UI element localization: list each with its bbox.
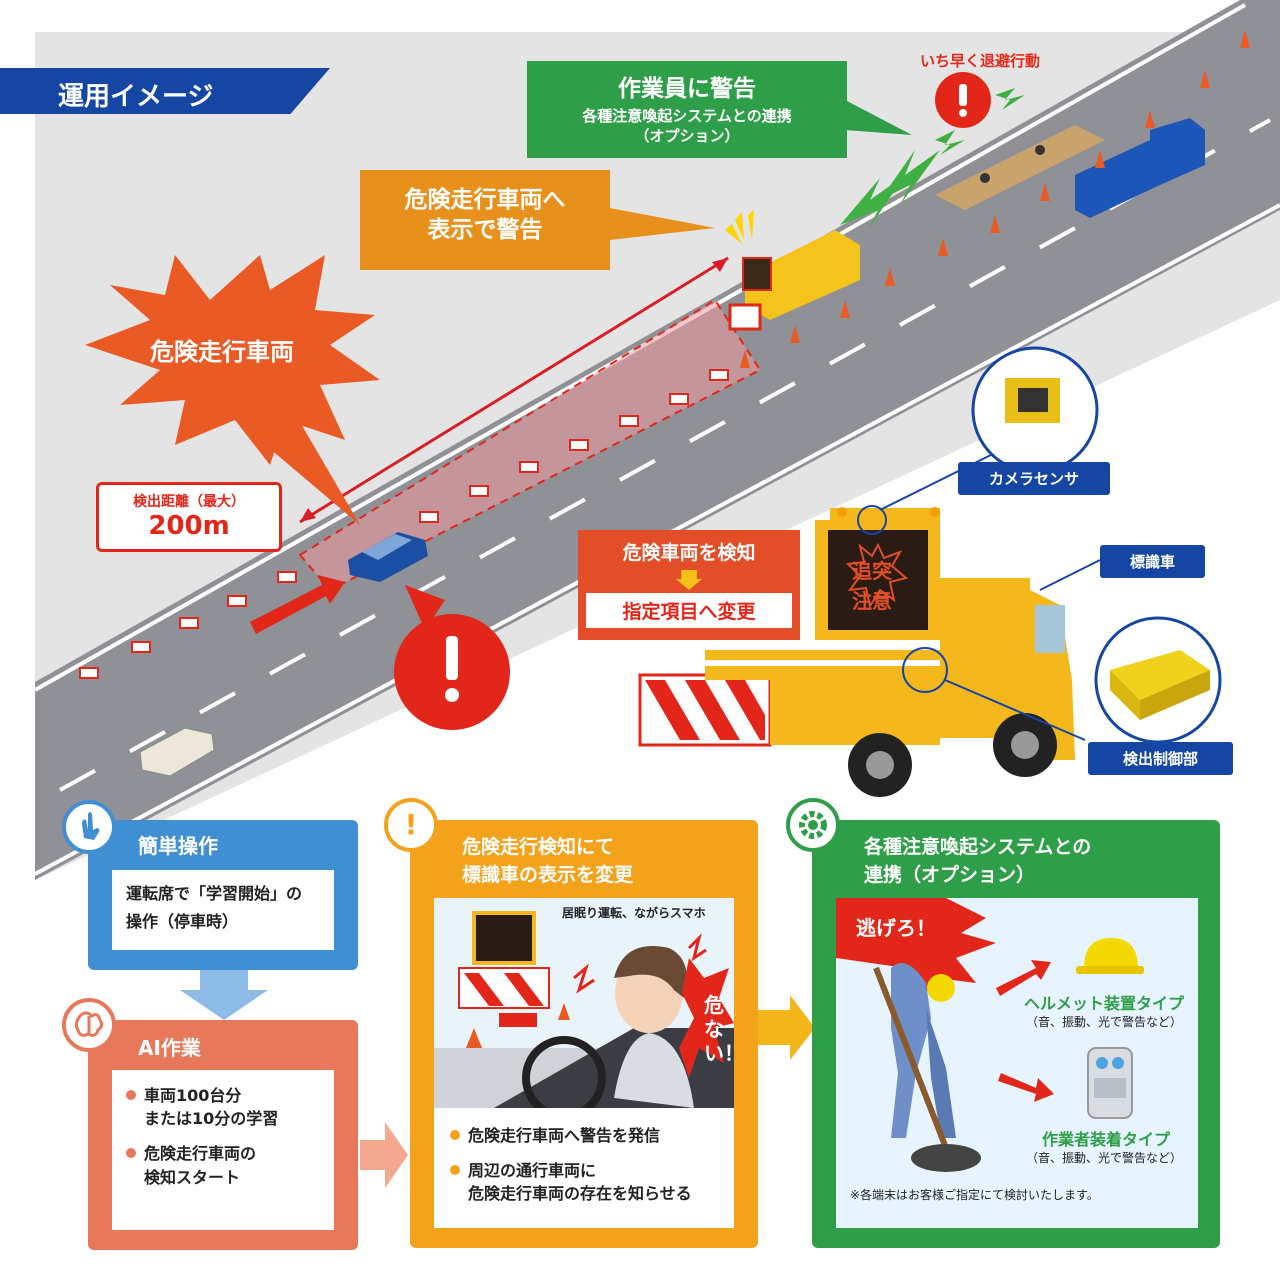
sign-text-2: 注意 (852, 589, 892, 613)
detect-item-2: 周辺の通行車両に危険走行車両の存在を知らせる (450, 1159, 730, 1205)
detect-label: 危険車両を検知 (622, 542, 756, 564)
panel-link-title-1: 各種注意喚起システムとの (864, 836, 1092, 858)
sign-text-1: 追突 (852, 559, 892, 583)
footnote: ※各端末はお客様ご指定にて検討いたします。 (850, 1188, 1099, 1202)
scene-caption: 居眠り運転、ながらスマホ (562, 906, 706, 920)
worker-warning-sub1: 各種注意喚起システムとの連携 (582, 107, 792, 125)
worker-warning-sub2: （オプション） (634, 126, 740, 145)
display-warning-line1: 危険走行車両へ (404, 187, 566, 213)
escape-label: いち早く退避行動 (920, 52, 1041, 70)
helmet-note: （音、振動、光で警告など） (1026, 1015, 1183, 1029)
ai-item-2-line2: 検知スタート (144, 1167, 241, 1187)
helmet-type: ヘルメット装置タイプ (1024, 994, 1185, 1013)
distance-value: 200m (148, 511, 230, 541)
controller-label: 検出制御部 (1088, 742, 1233, 775)
panel-detect-title-2: 標識車の表示を変更 (462, 864, 634, 886)
display-warning-callout: 危険走行車両へ 表示で警告 (360, 170, 610, 270)
panel-easy: 簡単操作 運転席で「学習開始」の 操作（停車時） (88, 820, 358, 970)
bullet-dot-icon (450, 1130, 460, 1140)
ai-item-1: 車両100台分または10分の学習 (126, 1084, 320, 1130)
worker-type: 作業者装着タイプ (1042, 1130, 1171, 1149)
exclamation-icon: ! (384, 798, 438, 852)
panel-detect: 危険走行検知にて 標識車の表示を変更 居眠り運転、ながらスマホ 危ない！ (410, 820, 758, 1248)
sign-truck-label: 標識車 (1100, 545, 1205, 578)
panel-easy-body: 運転席で「学習開始」の 操作（停車時） (112, 870, 334, 950)
bullet-dot-icon (126, 1090, 136, 1100)
panel-easy-line2: 操作（停車時） (126, 912, 239, 931)
bullet-dot-icon (126, 1148, 136, 1159)
worker-alert-illustration (836, 898, 1144, 1172)
detect-item-1: 危険走行車両へ警告を発信 (450, 1124, 730, 1147)
panel-link: 各種注意喚起システムとの 連携（オプション） 逃げろ！ ヘルメット装置タイプ （… (812, 820, 1220, 1248)
detect-item-2-line2: 危険走行車両の存在を知らせる (468, 1184, 692, 1204)
panel-detect-body: 居眠り運転、ながらスマホ 危ない！ 危険走行車両へ警告を発信 周辺の通行車両に危… (434, 898, 744, 1228)
panel-easy-title: 簡単操作 (138, 834, 218, 858)
worker-warning-callout: 作業員に警告 各種注意喚起システムとの連携 （オプション） (527, 61, 847, 158)
camera-sensor-label: カメラセンサ (958, 462, 1110, 495)
detect-item-2-line1: 周辺の通行車両に (468, 1161, 597, 1181)
bullet-dot-icon (450, 1165, 460, 1176)
danger-exclaim: 危ない！ (704, 993, 744, 1065)
distance-label: 検出距離（最大） (133, 494, 245, 510)
display-warning-line2: 表示で警告 (427, 216, 543, 243)
ai-brain-icon (62, 998, 116, 1052)
gear-icon (786, 798, 840, 852)
detect-box: 危険車両を検知 指定項目へ変更 (578, 530, 800, 640)
distance-box: 検出距離（最大） 200m (96, 482, 282, 552)
ai-item-2-line1: 危険走行車両の (144, 1144, 257, 1164)
run-text: 逃げろ！ (856, 916, 936, 940)
change-label: 指定項目へ変更 (586, 593, 792, 628)
panel-easy-line1: 運転席で「学習開始」の (126, 884, 303, 903)
hand-icon (62, 800, 116, 854)
ai-item-1-line2: または10分の学習 (144, 1109, 279, 1129)
panel-link-title-2: 連携（オプション） (864, 864, 1036, 886)
worker-note: （音、振動、光で警告など） (1026, 1151, 1183, 1165)
flow-arrows (180, 968, 815, 1188)
panel-link-body: 逃げろ！ ヘルメット装置タイプ （音、振動、光で警告など） 作業者装着タイプ （… (836, 898, 1198, 1228)
worker-warning-title: 作業員に警告 (618, 76, 756, 102)
detect-bullets: 危険走行車両へ警告を発信 周辺の通行車両に危険走行車両の存在を知らせる (450, 1124, 730, 1218)
section-title: 運用イメージ (0, 68, 330, 114)
ai-item-1-line1: 車両100台分 (144, 1086, 242, 1105)
panel-ai-title: AI作業 (138, 1036, 201, 1060)
highway-illustration (34, 0, 1280, 880)
drowsy-driver-illustration (434, 898, 734, 1108)
panel-ai-body: 車両100台分または10分の学習 危険走行車両の検知スタート (112, 1070, 334, 1230)
down-arrow-icon (676, 570, 702, 590)
detect-item-1-text: 危険走行車両へ警告を発信 (468, 1126, 661, 1145)
ai-item-2: 危険走行車両の検知スタート (126, 1142, 320, 1188)
danger-vehicle-label: 危険走行車両 (150, 338, 294, 366)
panel-ai: AI作業 車両100台分または10分の学習 危険走行車両の検知スタート (88, 1020, 358, 1250)
panel-detect-title-1: 危険走行検知にて (462, 836, 615, 858)
